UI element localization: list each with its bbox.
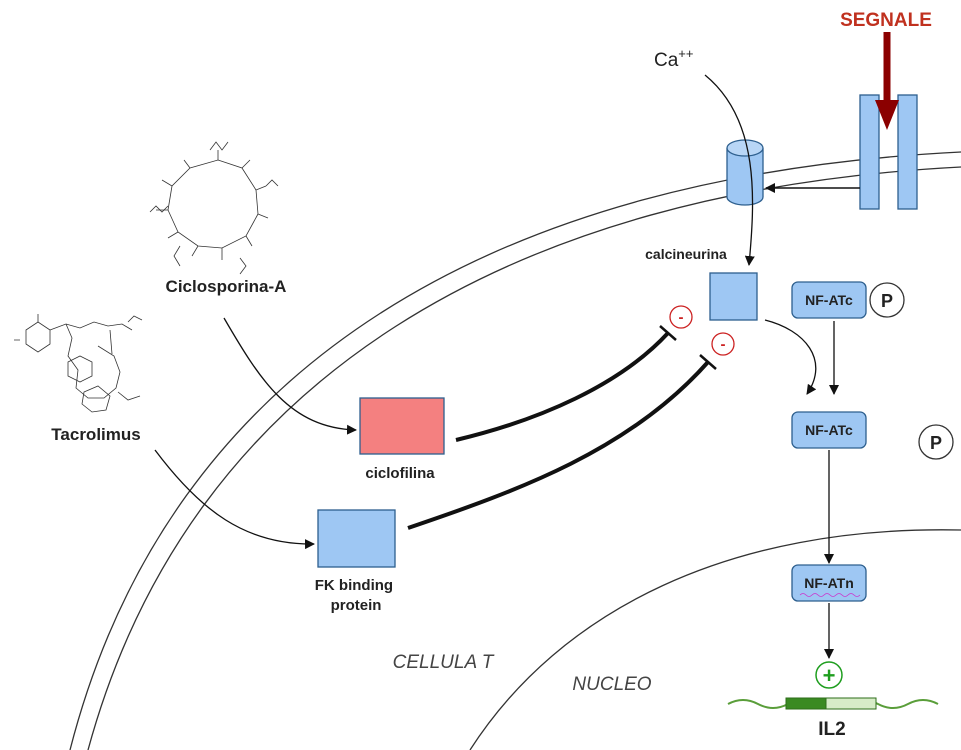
receptor-right-bar bbox=[897, 94, 918, 210]
cyclosporin-to-cyclophilin-arrow bbox=[223, 317, 357, 435]
nfatc-label: NF-ATc bbox=[805, 422, 853, 438]
cyclophilin-box bbox=[359, 397, 445, 455]
nucleus-label: NUCLEO bbox=[572, 674, 651, 695]
phosphate-label-2: P bbox=[930, 433, 942, 453]
cyclosporin-label: Ciclosporina-A bbox=[166, 277, 287, 296]
fk-binding-protein-label: FK binding protein bbox=[315, 577, 397, 614]
il2-label: IL2 bbox=[818, 719, 845, 740]
cyclophilin-inhibition-bar bbox=[659, 325, 677, 341]
signal-label: SEGNALE bbox=[840, 10, 932, 31]
calcineurin-box bbox=[709, 272, 758, 321]
dephosphorylation-arrow bbox=[764, 319, 817, 395]
calcium-influx-arrow bbox=[704, 74, 755, 266]
svg-text:-: - bbox=[679, 309, 684, 326]
calcineurin-label: calcineurina bbox=[645, 246, 727, 262]
fkbp-inhibition-bar bbox=[699, 354, 717, 370]
cyclophilin-label: ciclofilina bbox=[365, 465, 435, 482]
tacrolimus-label: Tacrolimus bbox=[51, 425, 140, 444]
nfatc-phosphorylated-label: NF-ATc bbox=[805, 292, 853, 308]
phosphate-circle-1 bbox=[869, 282, 905, 318]
phosphate-circle-2 bbox=[918, 424, 954, 460]
svg-text:+: + bbox=[823, 663, 836, 688]
fkbp-inhibition-line bbox=[407, 360, 710, 530]
nfatc-box bbox=[791, 411, 867, 449]
calcium-label: Ca++ bbox=[654, 46, 693, 71]
svg-text:-: - bbox=[721, 336, 726, 353]
inhibition-marker-2: - bbox=[711, 332, 735, 356]
cell-label: CELLULA T bbox=[393, 652, 495, 673]
inhibition-marker-1: - bbox=[669, 305, 693, 329]
cell-membrane-outer bbox=[69, 151, 961, 750]
receptor-left-bar bbox=[859, 94, 880, 210]
signal-arrow-head bbox=[875, 100, 899, 130]
il2-gene-light-segment bbox=[825, 697, 877, 710]
cyclophilin-inhibition-line bbox=[455, 331, 670, 442]
nfatn-label: NF-ATn bbox=[804, 575, 854, 591]
cyclosporin-molecule bbox=[149, 141, 279, 275]
fk-binding-protein-box bbox=[317, 509, 396, 568]
tacrolimus-to-fkbp-arrow bbox=[154, 449, 315, 550]
tacrolimus-molecule bbox=[14, 314, 143, 413]
nucleus-membrane bbox=[469, 529, 961, 750]
calcium-channel bbox=[726, 139, 764, 206]
phosphate-label-1: P bbox=[881, 291, 893, 311]
activation-marker: + bbox=[815, 661, 843, 689]
il2-gene-dark-segment bbox=[785, 697, 827, 710]
nfatn-underline bbox=[799, 593, 861, 597]
nfatn-box bbox=[791, 564, 867, 602]
nfatc-phosphorylated-box bbox=[791, 281, 867, 319]
